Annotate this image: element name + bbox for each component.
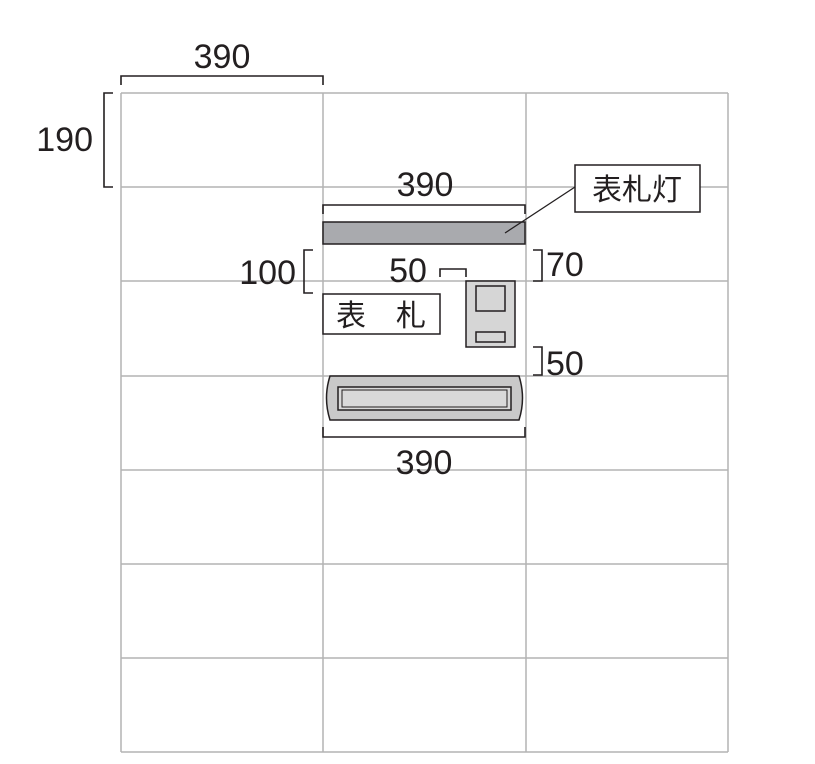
intercom: [465, 280, 516, 348]
mail-slot: [325, 375, 524, 421]
top-height-bracket: [103, 92, 113, 188]
lamp-width-bracket: [322, 204, 526, 214]
nameplate-label: 表 札: [336, 299, 426, 334]
nameplate-lamp: [322, 221, 526, 245]
intercom-camera: [475, 285, 506, 312]
gap-70-label: 70: [546, 246, 584, 284]
leader-line: [504, 186, 576, 234]
intercom-speaker: [475, 331, 506, 343]
gap-70-bracket: [533, 249, 543, 282]
gap-100-label: 100: [239, 254, 296, 292]
gap-100-bracket: [303, 249, 313, 294]
top-width-label: 390: [194, 38, 251, 76]
nameplate-light-label: 表札灯: [592, 173, 682, 208]
nameplate: [322, 293, 441, 335]
mail-width-bracket: [322, 427, 526, 438]
gap-50-label: 50: [546, 345, 584, 383]
offset-50-bracket: [439, 268, 467, 277]
top-width-bracket: [120, 75, 324, 85]
lamp-width-label: 390: [397, 166, 454, 204]
mail-width-label: 390: [396, 444, 453, 482]
block-grid: [120, 92, 729, 753]
offset-50-label: 50: [389, 252, 427, 290]
nameplate-light-callout: [574, 164, 701, 213]
top-height-label: 190: [36, 121, 93, 159]
gap-50-bracket: [533, 346, 543, 376]
